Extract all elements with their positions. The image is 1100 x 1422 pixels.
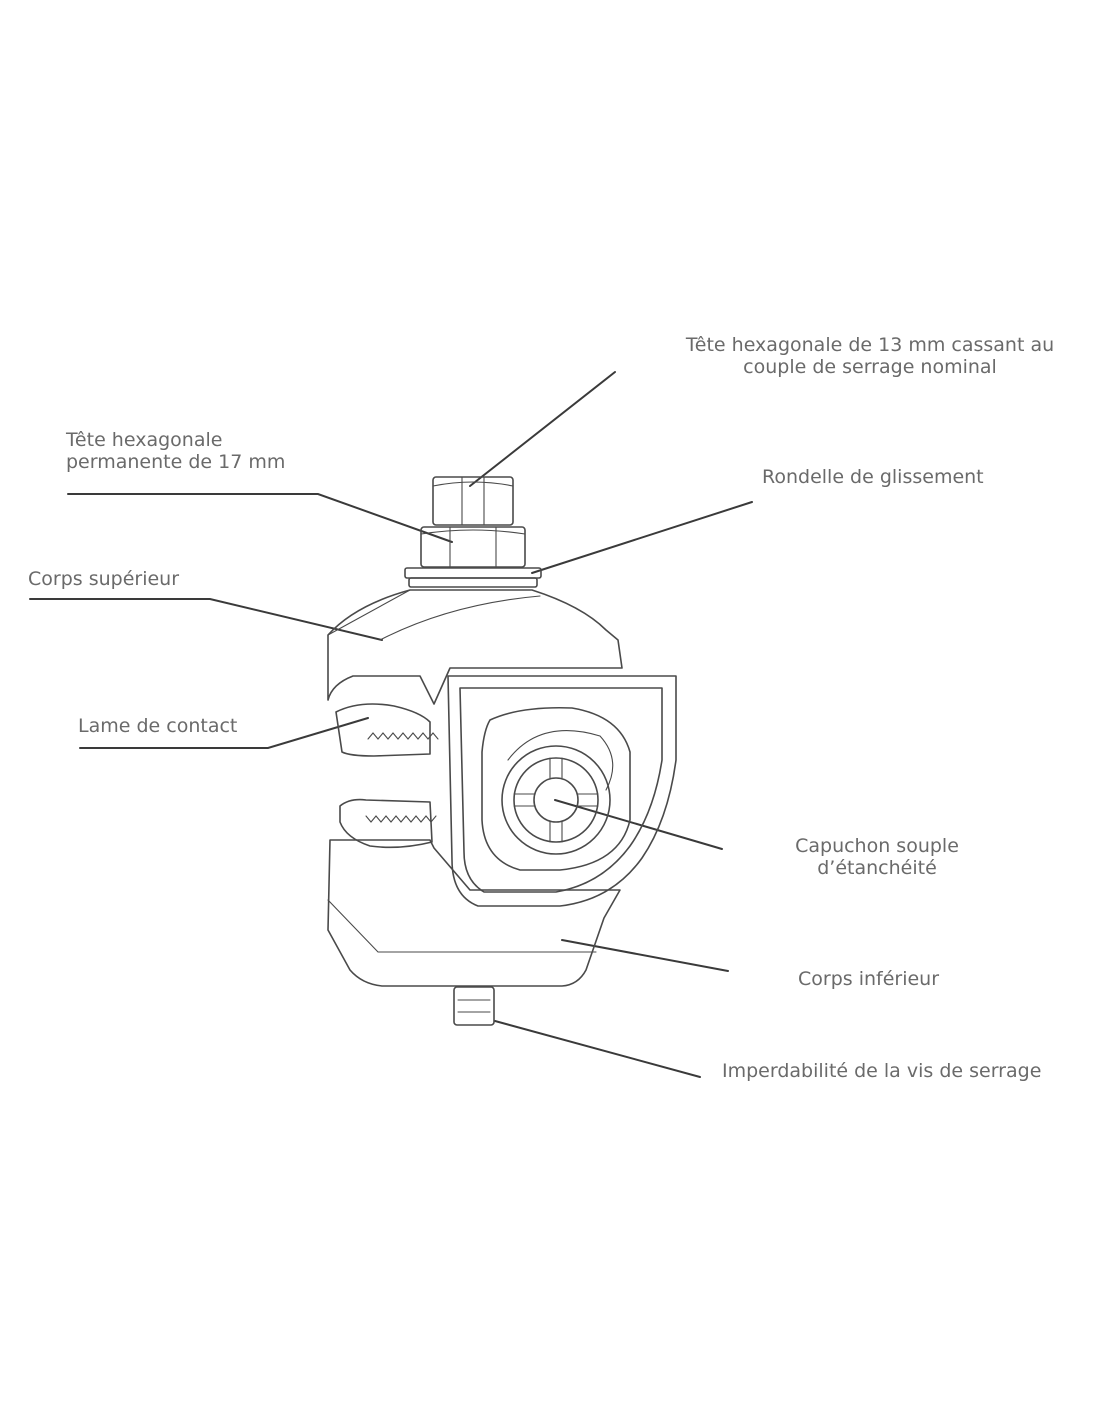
permanent-hex-head: [420, 526, 526, 568]
lower-contact-blade: [339, 798, 437, 849]
label-permanent-head: Tête hexagonale permanente de 17 mm: [66, 429, 285, 473]
sliding-washer: [404, 567, 542, 588]
label-lower-body: Corps inférieur: [798, 968, 939, 990]
label-permanent-head-line1: Tête hexagonale: [66, 429, 223, 451]
leader-breakaway-head: [469, 371, 616, 487]
breakaway-hex-head: [432, 476, 514, 526]
leader-washer: [531, 501, 753, 574]
label-sealing-cap-line1: Capuchon souple: [795, 835, 959, 857]
screw-stub: [453, 986, 495, 1026]
leader-contact-blade: [79, 717, 369, 749]
label-washer-text: Rondelle de glissement: [762, 466, 984, 488]
upper-contact-blade: [335, 703, 439, 757]
label-upper-body-text: Corps supérieur: [28, 568, 180, 590]
label-lower-body-text: Corps inférieur: [798, 968, 940, 990]
leader-lower-body: [561, 939, 729, 972]
label-contact-blade: Lame de contact: [78, 715, 237, 737]
leader-permanent-head: [67, 493, 453, 543]
label-breakaway-head: Tête hexagonale de 13 mm cassant au coup…: [670, 334, 1070, 378]
label-captive-screw: Imperdabilité de la vis de serrage: [722, 1060, 1041, 1082]
label-washer: Rondelle de glissement: [762, 466, 984, 488]
label-breakaway-head-line2: couple de serrage nominal: [743, 356, 997, 378]
lower-body-outline: [327, 839, 621, 987]
cap-frame: [447, 675, 677, 907]
leader-upper-body: [29, 598, 383, 641]
leader-captive-screw: [494, 1020, 701, 1078]
label-contact-blade-text: Lame de contact: [78, 715, 238, 737]
label-upper-body: Corps supérieur: [28, 568, 179, 590]
label-breakaway-head-line1: Tête hexagonale de 13 mm cassant au: [685, 334, 1055, 356]
label-sealing-cap-line2: d’étanchéité: [817, 857, 937, 879]
upper-body-outline: [327, 589, 623, 705]
leader-lines: [29, 371, 753, 1078]
label-permanent-head-line2: permanente de 17 mm: [66, 451, 286, 473]
connector-drawing: [327, 476, 677, 1026]
leader-sealing-cap: [554, 799, 723, 850]
label-captive-screw-text: Imperdabilité de la vis de serrage: [722, 1060, 1042, 1082]
sealing-cap-drawing: [481, 706, 631, 871]
label-sealing-cap: Capuchon souple d’étanchéité: [772, 835, 982, 879]
